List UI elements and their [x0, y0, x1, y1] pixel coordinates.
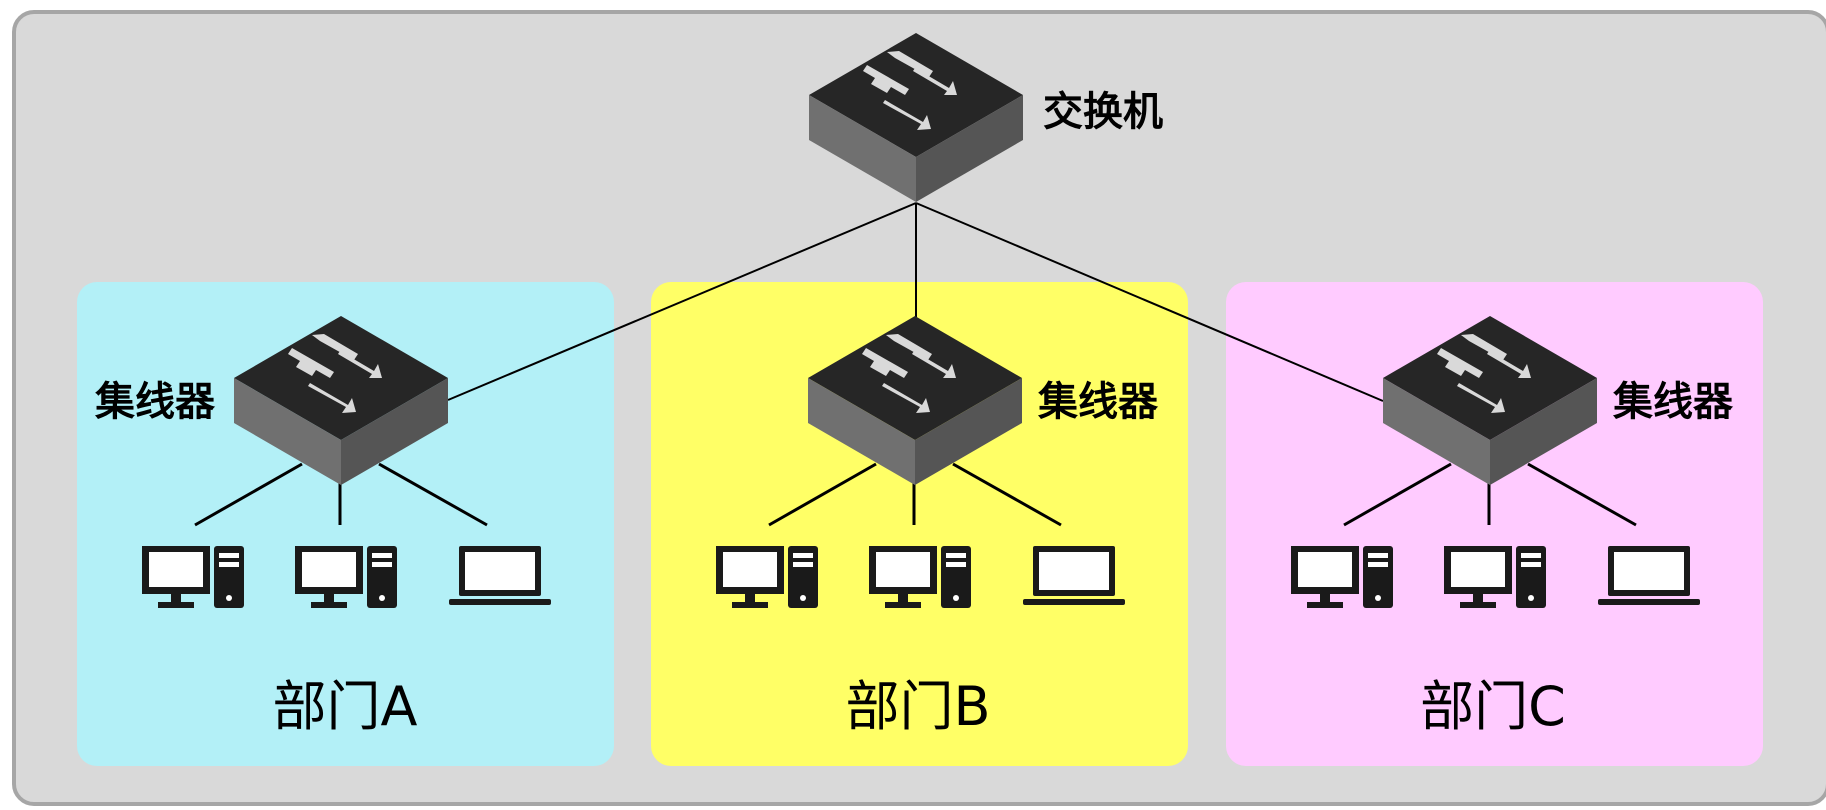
- access-links: [194, 462, 1637, 527]
- link-switch-to-hub-c: [915, 202, 1384, 402]
- switch-icon: [809, 33, 1023, 202]
- laptop-computer-icon: [1023, 546, 1125, 605]
- switch-label: 交换机: [1043, 89, 1163, 135]
- desktop-computer-icon: [1291, 546, 1393, 608]
- department-b-label: 部门B: [845, 675, 991, 738]
- hub-a-label: 集线器: [95, 379, 215, 425]
- hub-b-label: 集线器: [1038, 379, 1158, 425]
- link-switch-to-hub-a: [447, 202, 917, 401]
- hub-c-label: 集线器: [1613, 379, 1733, 425]
- desktop-computer-icon: [295, 546, 397, 608]
- department-b-links: [768, 462, 1062, 527]
- laptop-computer-icon: [1598, 546, 1700, 605]
- department-c-links: [1343, 462, 1637, 527]
- hub-a-icon: [234, 316, 448, 485]
- department-a-links: [194, 462, 488, 527]
- desktop-computer-icon: [716, 546, 818, 608]
- desktop-computer-icon: [1444, 546, 1546, 608]
- department-c-label: 部门C: [1420, 675, 1566, 738]
- hub-c-icon: [1383, 316, 1597, 485]
- desktop-computer-icon: [869, 546, 971, 608]
- desktop-computer-icon: [142, 546, 244, 608]
- hub-b-icon: [808, 316, 1022, 485]
- backbone-links: [447, 202, 1384, 402]
- department-a-label: 部门A: [272, 675, 418, 738]
- laptop-computer-icon: [449, 546, 551, 605]
